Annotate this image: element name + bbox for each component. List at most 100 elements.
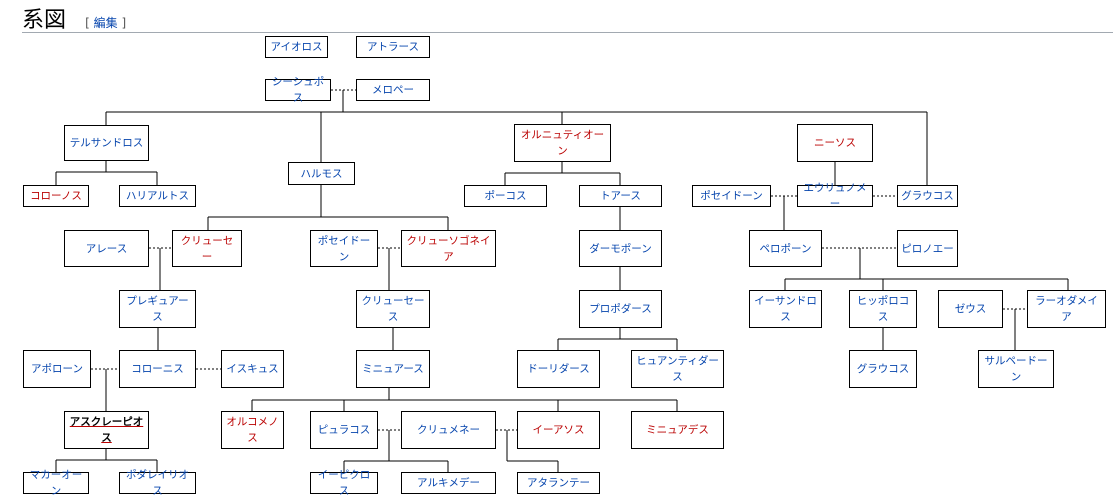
tree-node-label: ペロポーン — [759, 242, 812, 255]
tree-node-label: ハルモス — [300, 167, 343, 180]
tree-node-label: ミニュアデス — [646, 424, 709, 436]
tree-node-label: アトラース — [367, 41, 419, 53]
tree-node-label: ダーモポーン — [589, 242, 652, 255]
tree-node-label: ポダレイリオス — [126, 469, 189, 497]
tree-node-label: クリューセース — [361, 295, 425, 323]
tree-node-atalante[interactable]: アタランテー — [517, 472, 600, 494]
tree-node-label: マカーオーン — [29, 469, 83, 497]
tree-node-dorieus[interactable]: ドーリダース — [517, 350, 600, 388]
tree-node-label: テルサンドロス — [69, 137, 144, 149]
tree-node-label: アレース — [85, 242, 128, 255]
tree-node-phlegyas[interactable]: プレギュアース — [119, 290, 196, 328]
tree-node-aiolos[interactable]: アイオロス — [265, 36, 328, 58]
edit-section: [ 編集 ] — [85, 16, 127, 30]
tree-node-label: イーアソス — [532, 424, 585, 436]
tree-node-label: シーシュポス — [271, 76, 325, 104]
tree-node-label: ヒッポロコス — [856, 295, 910, 323]
tree-node-hippolochos[interactable]: ヒッポロコス — [849, 290, 917, 328]
tree-node-label: クリューセー — [180, 234, 234, 263]
tree-node-label: オルコメノス — [226, 416, 279, 444]
tree-node-haliartos[interactable]: ハリアルトス — [119, 185, 196, 207]
tree-node-label: ニーソス — [814, 137, 856, 149]
tree-node-label: ハリアルトス — [126, 190, 189, 202]
section-header: 系図 [ 編集 ] — [22, 2, 127, 33]
tree-node-koronis[interactable]: コローニス — [119, 350, 196, 388]
tree-node-label: アタランテー — [527, 477, 590, 489]
tree-node-label: アポローン — [31, 363, 83, 375]
tree-node-label: ポセイドーン — [317, 234, 371, 263]
tree-node-label: ピュラコス — [317, 424, 371, 436]
tree-node-label: クリューソゴネイア — [406, 234, 491, 263]
tree-node-poseidon1[interactable]: ポセイドーン — [692, 185, 771, 207]
header-rule — [22, 32, 1113, 33]
tree-node-damophon[interactable]: ダーモポーン — [579, 230, 662, 267]
tree-node-podaleirios[interactable]: ポダレイリオス — [119, 469, 196, 497]
tree-node-label: ラーオダメイア — [1035, 295, 1098, 323]
tree-node-isandros[interactable]: イーサンドロス — [749, 290, 822, 328]
tree-node-eurynome[interactable]: エウリュノメー — [797, 182, 873, 210]
tree-node-label: ドーリダース — [527, 363, 590, 375]
tree-node-poseidon2[interactable]: ポセイドーン — [310, 230, 378, 267]
tree-node-label: ゼウス — [954, 303, 987, 315]
tree-node-label: コローニス — [131, 363, 184, 375]
tree-node-label: イスキュス — [226, 363, 279, 375]
tree-node-chrysogeneia[interactable]: クリューソゴネイア — [401, 230, 496, 267]
tree-node-label: アルキメデー — [417, 477, 480, 489]
tree-node-ischys[interactable]: イスキュス — [221, 350, 284, 388]
section-title: 系図 — [22, 8, 67, 33]
tree-node-thersandros[interactable]: テルサンドロス — [64, 125, 149, 161]
tree-node-minyades[interactable]: ミニュアデス — [631, 411, 724, 449]
tree-node-label: クリュメネー — [417, 424, 480, 436]
tree-node-orchomenos[interactable]: オルコメノス — [221, 411, 284, 449]
tree-node-label: プロポダース — [589, 303, 652, 315]
tree-node-propodas[interactable]: プロポダース — [579, 290, 662, 328]
tree-node-pelonoe[interactable]: ピロノエー — [897, 230, 958, 267]
tree-node-thoas[interactable]: トアース — [579, 185, 662, 207]
tree-node-label: アスクレーピオス — [69, 416, 144, 444]
tree-node-chryses[interactable]: クリューセース — [356, 290, 430, 328]
tree-node-atlas[interactable]: アトラース — [356, 36, 430, 58]
tree-node-hyanthidas[interactable]: ヒュアンティダース — [631, 350, 724, 388]
tree-node-label: コローノス — [30, 190, 82, 202]
tree-node-halmos[interactable]: ハルモス — [288, 162, 355, 185]
tree-node-nisos[interactable]: ニーソス — [797, 124, 873, 162]
tree-node-sarpedon[interactable]: サルペードーン — [978, 350, 1054, 388]
tree-node-iasos[interactable]: イーアソス — [517, 411, 600, 449]
tree-node-koronos[interactable]: コローノス — [23, 185, 89, 207]
tree-node-zeus[interactable]: ゼウス — [938, 290, 1003, 328]
tree-node-label: メロペー — [372, 84, 414, 96]
tree-node-label: エウリュノメー — [803, 182, 867, 210]
tree-node-ares[interactable]: アレース — [64, 230, 149, 267]
tree-node-alkimede[interactable]: アルキメデー — [401, 472, 496, 494]
tree-node-phylakos[interactable]: ピュラコス — [310, 411, 378, 449]
tree-node-pelops[interactable]: ペロポーン — [749, 230, 822, 267]
tree-node-klymene[interactable]: クリュメネー — [401, 411, 496, 449]
tree-node-label: グラウコス — [856, 363, 910, 375]
tree-node-iphiklos[interactable]: イーピクロス — [310, 469, 378, 497]
tree-node-glaukos1[interactable]: グラウコス — [897, 185, 958, 207]
tree-node-asklepios: アスクレーピオス — [64, 411, 149, 449]
tree-node-label: プレギュアース — [126, 295, 189, 323]
tree-node-label: アイオロス — [270, 41, 323, 53]
tree-node-label: イーピクロス — [317, 469, 371, 497]
tree-node-label: ポーコス — [484, 190, 527, 202]
tree-node-minyas[interactable]: ミニュアース — [356, 350, 430, 388]
tree-node-glaukos2[interactable]: グラウコス — [849, 350, 917, 388]
tree-node-label: トアース — [600, 190, 641, 202]
tree-node-merope[interactable]: メロペー — [356, 79, 430, 101]
tree-node-label: サルペードーン — [984, 355, 1048, 383]
tree-node-phokos[interactable]: ポーコス — [464, 185, 547, 207]
tree-node-label: ミニュアース — [362, 363, 424, 375]
tree-node-ornytion[interactable]: オルニュティオーン — [514, 124, 611, 162]
tree-node-label: イーサンドロス — [754, 295, 817, 323]
tree-node-chryse1[interactable]: クリューセー — [172, 230, 242, 267]
tree-node-label: ポセイドーン — [700, 190, 763, 202]
edit-link[interactable]: 編集 — [93, 16, 118, 30]
tree-node-label: グラウコス — [901, 190, 954, 202]
tree-node-apollon[interactable]: アポローン — [23, 350, 91, 388]
tree-node-laodameia[interactable]: ラーオダメイア — [1027, 290, 1106, 328]
tree-node-machaon[interactable]: マカーオーン — [23, 469, 89, 497]
tree-node-sisyphus[interactable]: シーシュポス — [265, 76, 331, 104]
tree-node-label: ピロノエー — [901, 242, 954, 255]
